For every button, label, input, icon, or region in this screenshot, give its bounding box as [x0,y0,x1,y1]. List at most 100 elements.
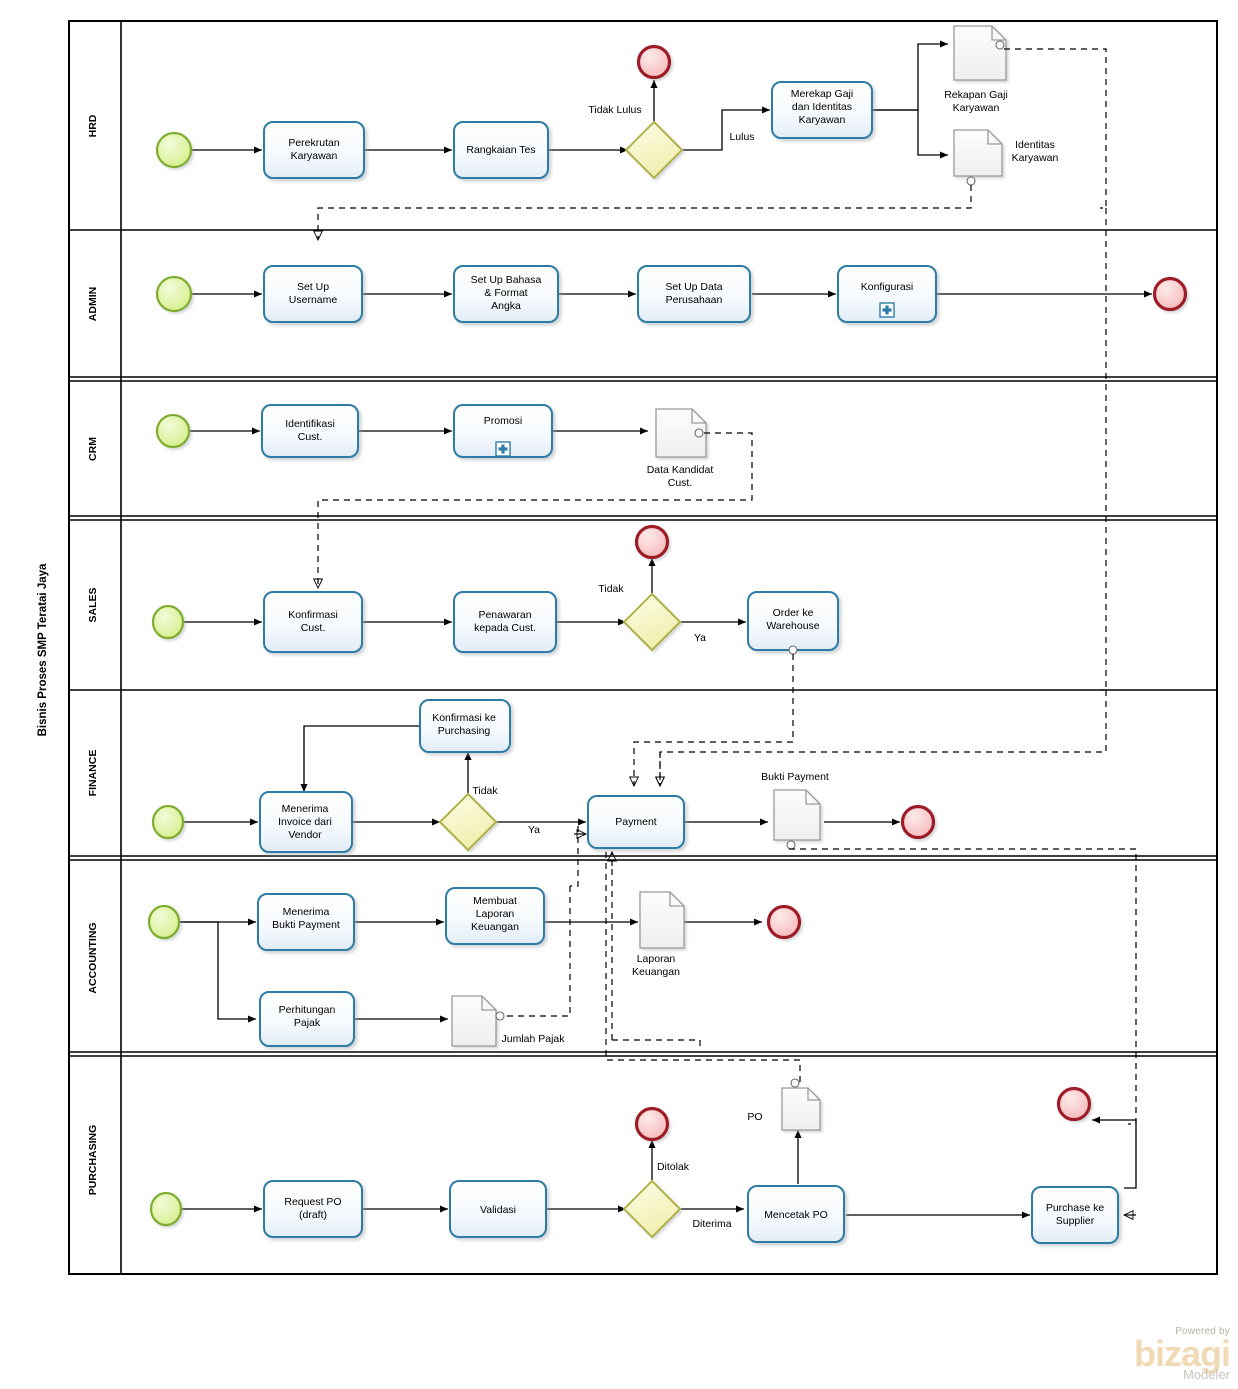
flow-label-lulus: Lulus [729,131,754,143]
task-perhitungan-pajak[interactable] [259,991,355,1047]
label-promosi: Promosi [484,415,523,427]
end-event-hrd-tidak-lulus[interactable] [636,44,672,80]
start-event-finance[interactable] [151,804,185,840]
association-flows-hrd [318,48,1107,786]
message-arrow-markers [574,834,1136,1215]
association-flows-crm [318,432,753,588]
subprocess-promosi[interactable] [453,404,553,458]
data-object-rekapan-gaji[interactable] [953,25,1007,81]
bizagi-edition-label: Modeler [1183,1367,1230,1382]
task-request-po-draft[interactable] [263,1180,363,1238]
task-payment[interactable] [587,795,685,849]
bizagi-branding: Powered by bizagi Modeler [1133,1326,1231,1382]
gateway-penawaran[interactable] [622,592,682,652]
sequence-flows-accounting [178,918,762,1023]
data-object-bukti-payment[interactable] [773,789,821,850]
association-flows-sales [634,654,794,786]
flow-label-ya-finance: Ya [528,824,540,836]
flow-label-tidak-finance: Tidak [472,785,498,797]
task-set-up-bahasa-format-angka[interactable] [453,265,559,323]
label-konfigurasi: Konfigurasi [861,281,914,293]
lane-label-hrd: HRD [87,114,99,137]
start-event-hrd[interactable] [155,131,193,169]
task-validasi[interactable] [449,1180,547,1238]
task-konfirmasi-cust[interactable] [263,591,363,653]
end-event-sales-tidak[interactable] [634,524,670,560]
lane-label-admin: ADMIN [87,287,99,321]
sequence-flows-hrd [192,40,948,159]
end-event-purchasing[interactable] [1056,1086,1092,1122]
task-menerima-bukti-payment[interactable] [257,893,355,951]
end-event-finance[interactable] [900,804,936,840]
flow-label-diterima: Diterima [692,1218,731,1230]
start-event-admin[interactable] [155,275,193,313]
pool-title: Bisnis Proses SMP Teratai Jaya [37,563,49,736]
data-object-identitas-karyawan[interactable] [953,129,1003,186]
data-object-po[interactable] [781,1078,821,1131]
flow-label-ya-sales: Ya [694,632,706,644]
task-identifikasi-cust[interactable] [261,404,359,458]
lane-label-accounting: ACCOUNTING [87,922,99,993]
task-membuat-laporan-keuangan[interactable] [445,887,545,945]
start-event-accounting[interactable] [147,904,181,940]
task-menerima-invoice-dari-vendor[interactable] [259,791,353,853]
task-set-up-username[interactable] [263,265,363,323]
lane-label-finance: FINANCE [87,750,99,797]
end-event-accounting[interactable] [766,904,802,940]
label-request-po: Request PO(draft) [284,1196,341,1221]
data-object-jumlah-pajak[interactable] [451,995,505,1047]
subprocess-konfigurasi[interactable] [837,265,937,323]
lane-label-purchasing: PURCHASING [87,1125,99,1196]
task-konfirmasi-ke-purchasing[interactable] [419,699,511,753]
pool-frame [68,20,1218,1275]
end-event-purchasing-ditolak[interactable] [634,1106,670,1142]
flow-label-ditolak: Ditolak [657,1161,690,1173]
gateway-validasi-po[interactable] [622,1179,682,1239]
data-object-laporan-keuangan[interactable] [639,891,685,949]
start-event-sales[interactable] [151,604,185,640]
sequence-flows-purchasing [182,1116,1137,1219]
gateway-kelulusan[interactable] [624,120,684,180]
lane-label-crm: CRM [87,437,99,461]
message-marker-order [788,645,798,655]
task-purchase-ke-supplier[interactable] [1031,1186,1119,1244]
sequence-flows-sales [184,558,746,626]
task-mencetak-po[interactable] [747,1185,845,1243]
start-event-crm[interactable] [155,413,191,449]
association-flows-accounting [612,852,701,1046]
gateway-invoice[interactable] [438,792,498,852]
data-object-data-kandidat-cust[interactable] [655,408,707,458]
task-order-ke-warehouse[interactable] [747,591,839,655]
label-po: PO [747,1111,762,1123]
task-merekap-gaji-identitas[interactable] [771,81,873,139]
association-flows-finance [500,752,1137,1125]
task-rangkaian-tes[interactable] [453,121,549,179]
label-payment: Payment [615,816,657,828]
start-event-purchasing[interactable] [149,1191,183,1227]
flow-label-tidak-lulus: Tidak Lulus [588,104,641,116]
label-rangkaian-tes: Rangkaian Tes [466,144,535,156]
task-perekrutan-karyawan[interactable] [263,121,365,179]
label-validasi: Validasi [480,1204,516,1216]
task-set-up-data-perusahaan[interactable] [637,265,751,323]
bizagi-wordmark: bizagi [1133,1332,1231,1374]
task-penawaran-kepada-cust[interactable] [453,591,557,653]
end-event-admin[interactable] [1152,276,1188,312]
